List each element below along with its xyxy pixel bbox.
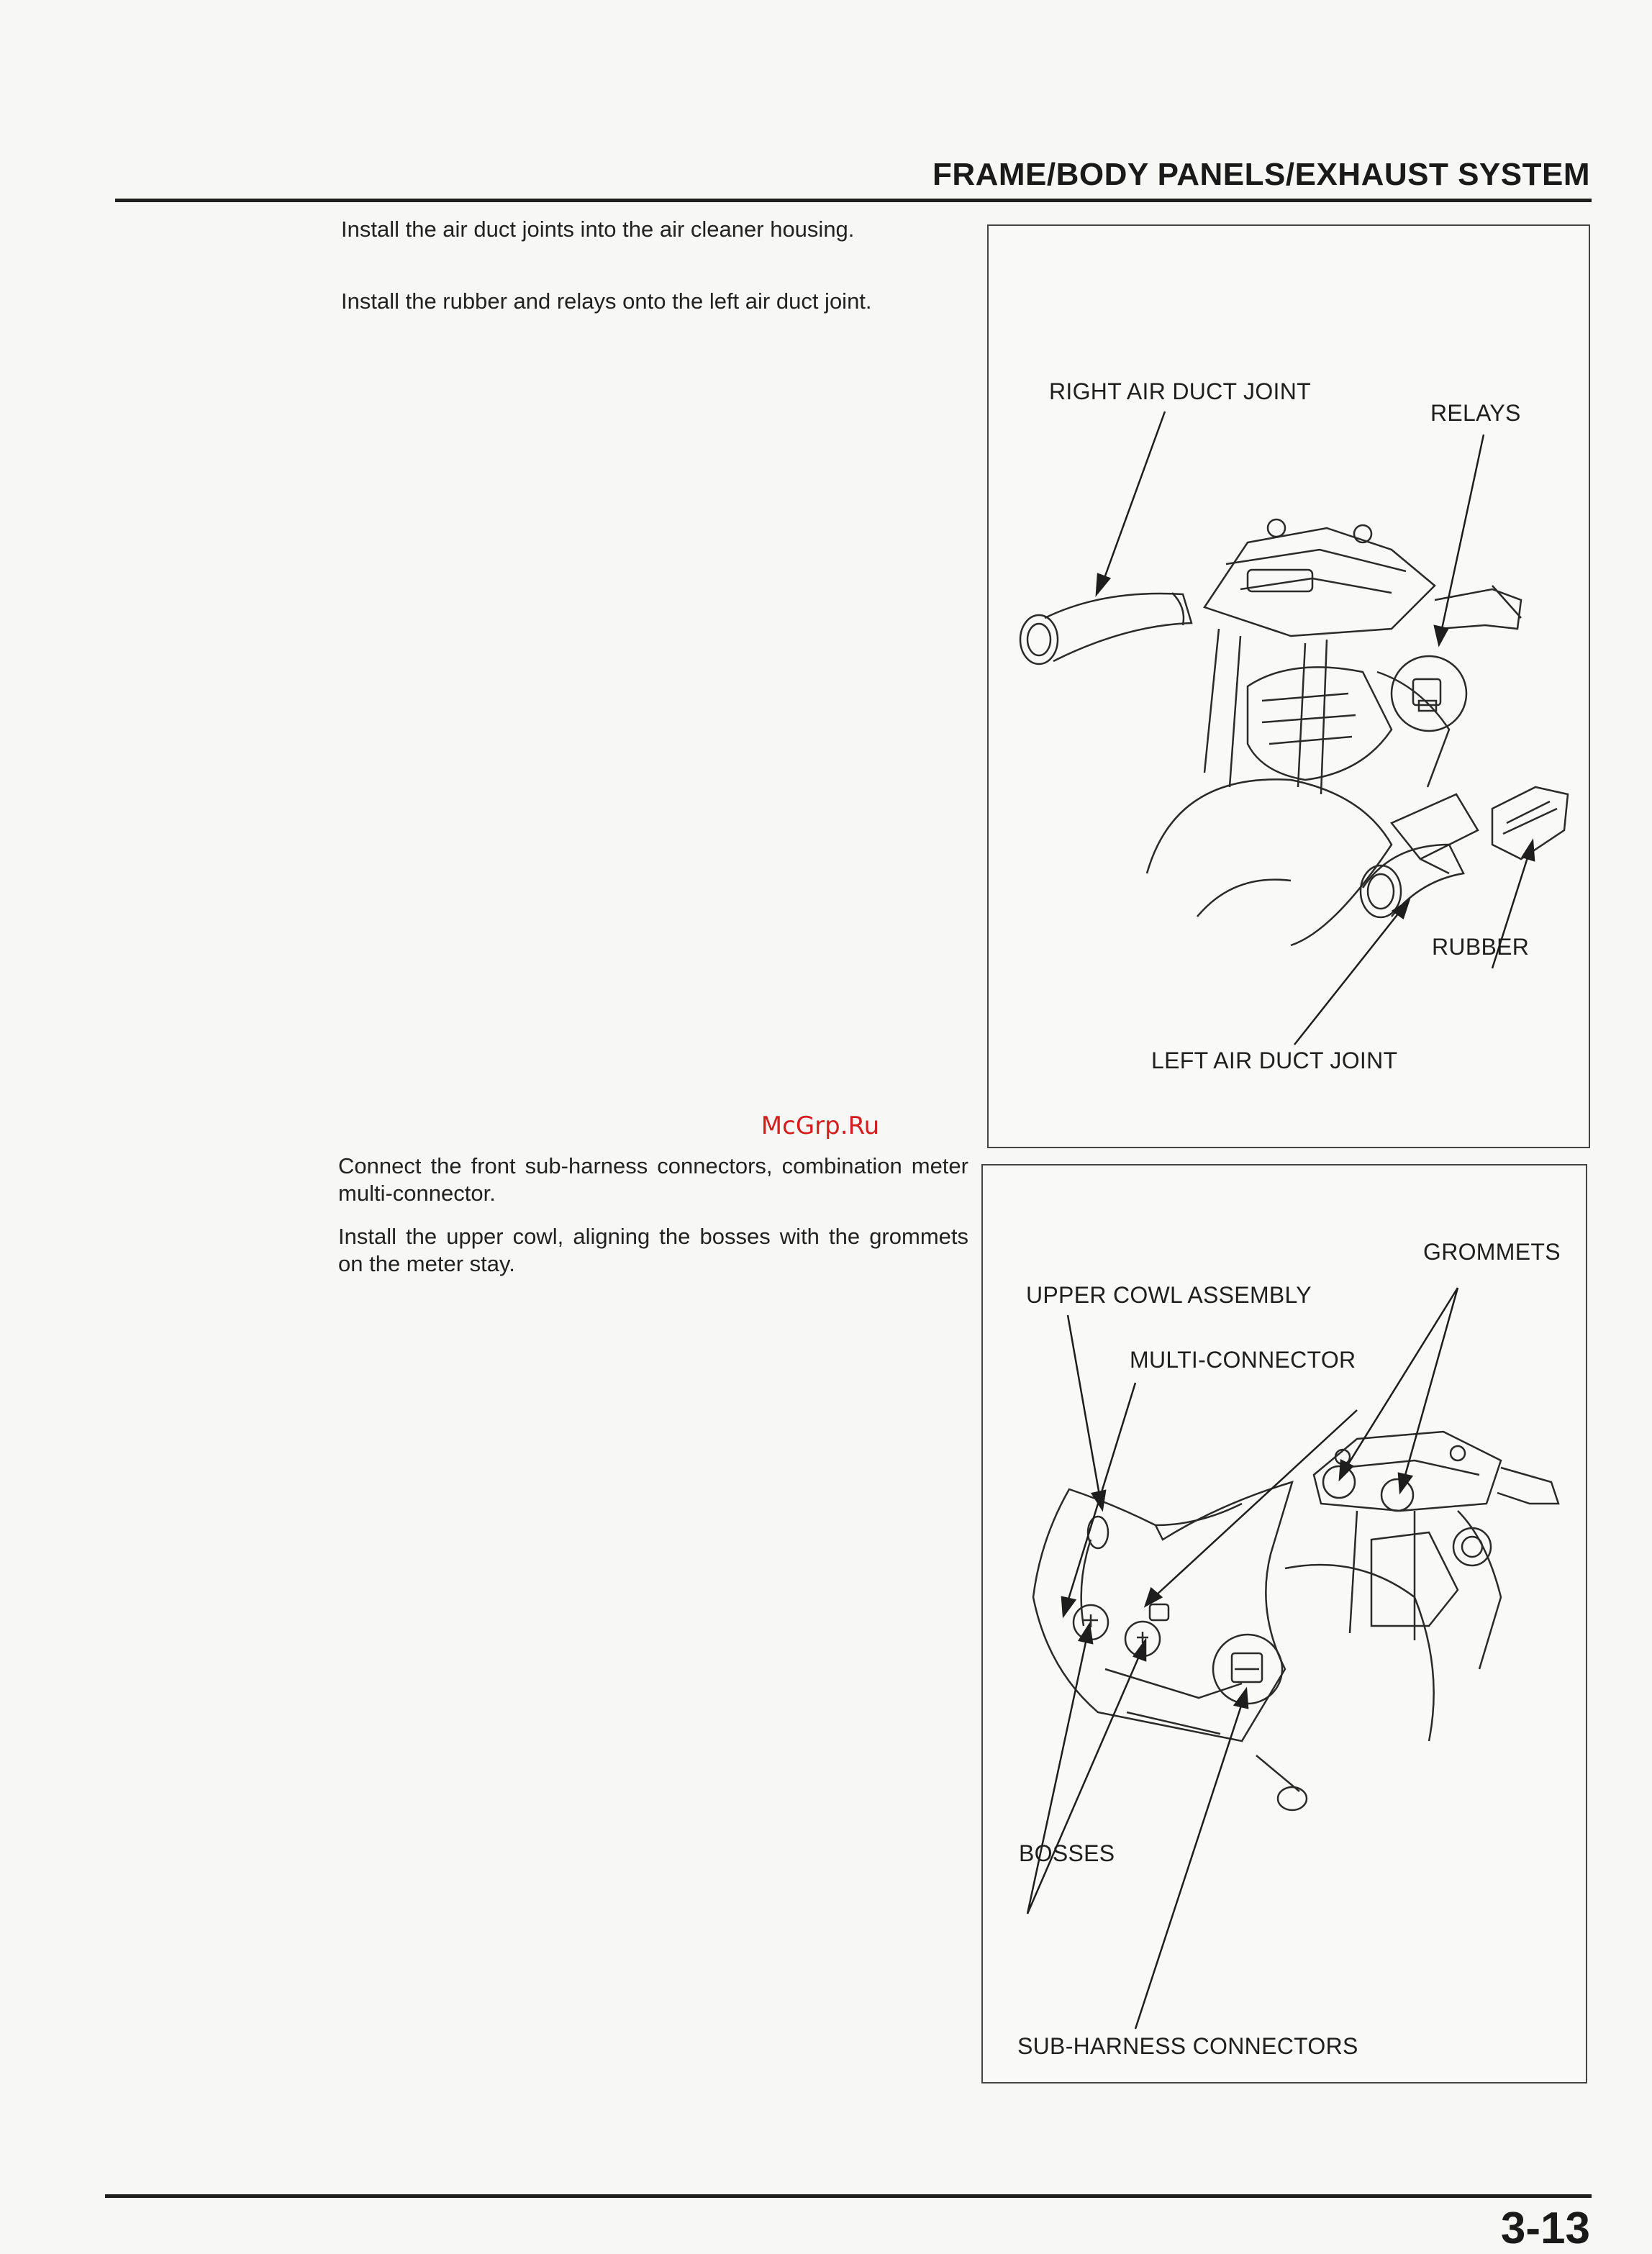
header-rule xyxy=(115,199,1592,202)
label-bosses: BOSSES xyxy=(1019,1840,1115,1866)
figure-upper-cowl: GROMMETS UPPER COWL ASSEMBLY MULTI-CONNE… xyxy=(981,1164,1587,2083)
label-relays: RELAYS xyxy=(1430,400,1521,426)
label-upper-cowl-assembly: UPPER COWL ASSEMBLY xyxy=(1026,1282,1312,1308)
step-connect-harness: Connect the front sub-harness connectors… xyxy=(338,1153,968,1206)
section-title: FRAME/BODY PANELS/EXHAUST SYSTEM xyxy=(932,157,1590,192)
watermark: McGrp.Ru xyxy=(761,1112,880,1140)
step-air-duct-joints: Install the air duct joints into the air… xyxy=(341,217,855,242)
footer-rule xyxy=(105,2194,1592,2198)
page-number: 3-13 xyxy=(1500,2204,1590,2253)
figure-air-duct-illustration xyxy=(1019,411,1569,1045)
label-rubber: RUBBER xyxy=(1432,934,1530,960)
figure-air-duct-joints: RIGHT AIR DUCT JOINT RELAYS RUBBER LEFT … xyxy=(987,224,1590,1148)
label-grommets: GROMMETS xyxy=(1423,1239,1561,1265)
label-right-air-duct-joint: RIGHT AIR DUCT JOINT xyxy=(1049,378,1311,404)
label-multi-connector: MULTI-CONNECTOR xyxy=(1130,1347,1356,1373)
figure-upper-cowl-illustration xyxy=(1026,1287,1560,2030)
step-install-upper-cowl: Install the upper cowl, aligning the bos… xyxy=(338,1224,968,1276)
label-sub-harness-connectors: SUB-HARNESS CONNECTORS xyxy=(1017,2033,1358,2059)
step-rubber-relays: Install the rubber and relays onto the l… xyxy=(341,288,872,314)
label-left-air-duct-joint: LEFT AIR DUCT JOINT xyxy=(1151,1048,1398,1073)
